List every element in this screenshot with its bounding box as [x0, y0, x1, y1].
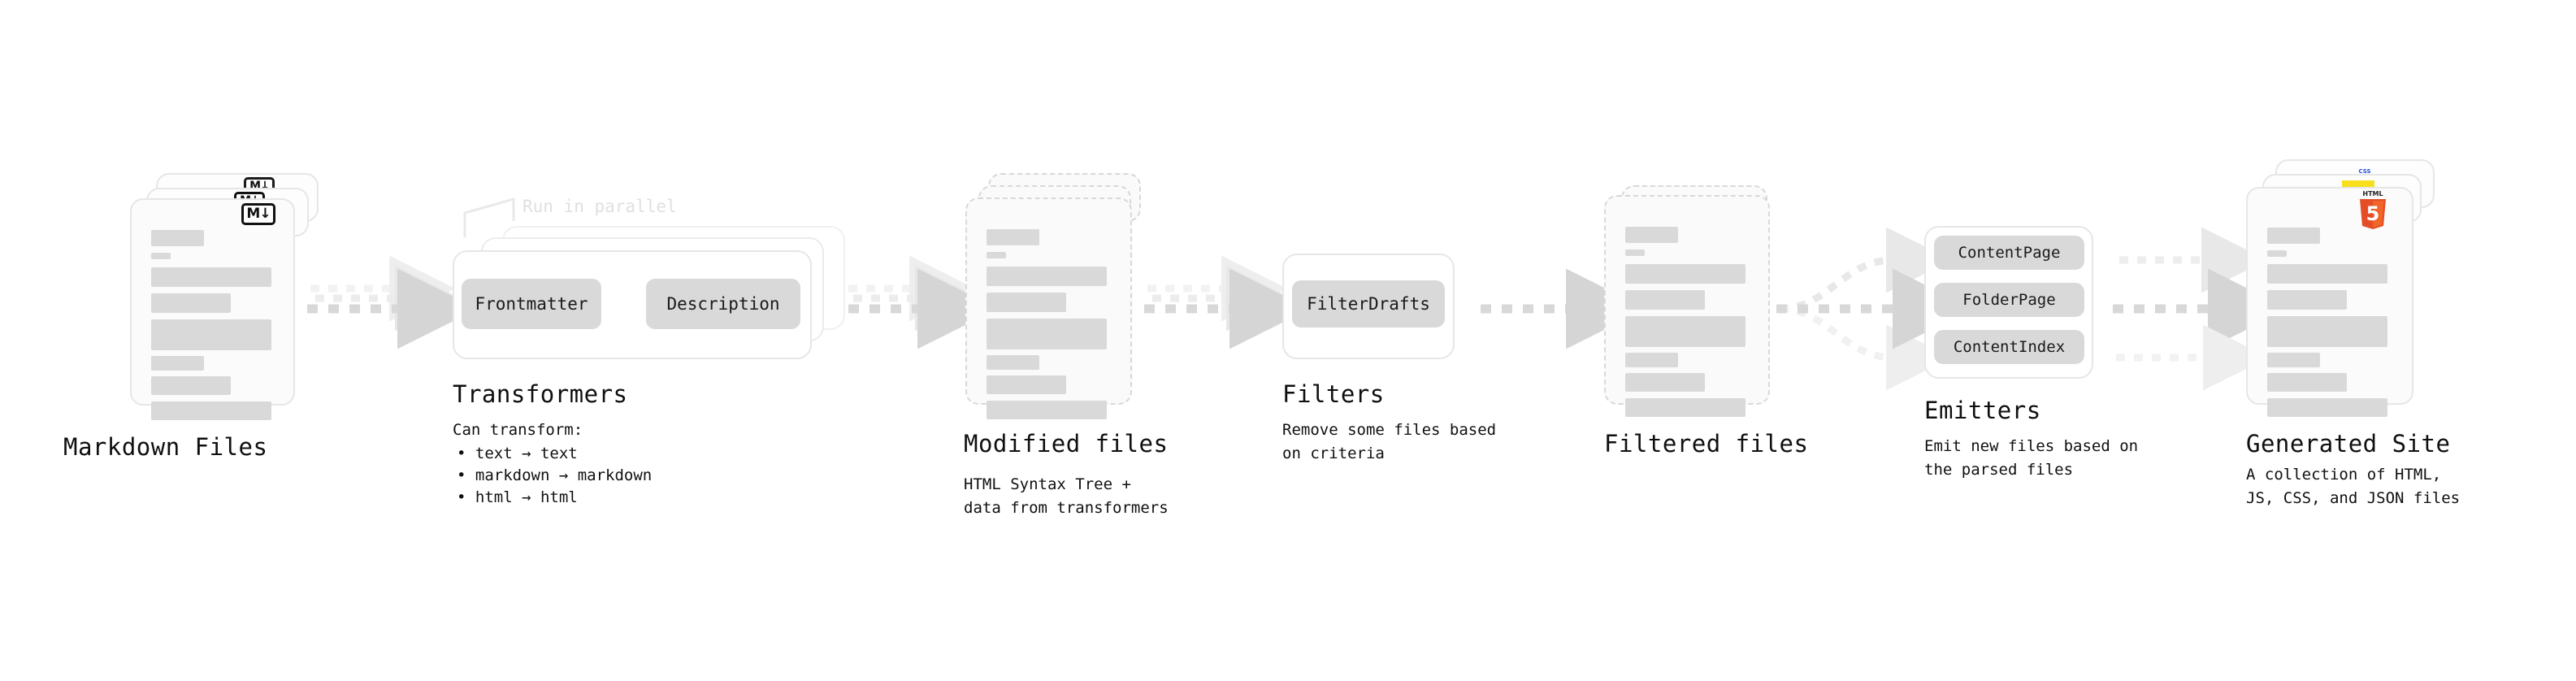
skeleton-block-5: [1625, 373, 1705, 392]
modified-card-front: [965, 197, 1132, 419]
markdown-card-front: [130, 198, 295, 420]
emitters-pill-contentpage[interactable]: ContentPage: [1934, 236, 2084, 270]
site-card-front: [2246, 187, 2413, 417]
emitters-pill-folderpage[interactable]: FolderPage: [1934, 283, 2084, 317]
stage-title-filtered-files: Filtered files: [1604, 430, 1809, 458]
skeleton-subtitle: [987, 252, 1006, 258]
pill-label-description: Description: [666, 294, 780, 314]
emitters-desc: Emit new files based on the parsed files: [1924, 437, 2139, 479]
filtered-card-front: [1604, 195, 1770, 417]
skeleton-block-4: [987, 355, 1039, 370]
transformers-bullet-3: • html → html: [457, 488, 578, 506]
run-in-parallel-note: Run in parallel: [523, 197, 677, 216]
html5-badge: HTML 5: [2357, 189, 2389, 229]
skeleton-block-2: [2267, 290, 2347, 310]
skeleton-block-1: [151, 267, 271, 287]
skeleton-title: [2267, 228, 2320, 244]
skeleton-block-3: [2267, 316, 2387, 347]
stage-title-transformers: Transformers: [453, 380, 628, 408]
svg-text:HTML: HTML: [2362, 190, 2383, 197]
markdown-badge-arrow: ↓: [259, 206, 271, 222]
skeleton-subtitle: [1625, 249, 1645, 256]
skeleton-block-2: [987, 293, 1066, 312]
markdown-badge-front: M↓: [241, 203, 275, 225]
skeleton-block-1: [1625, 264, 1746, 284]
svg-text:5: 5: [2366, 202, 2380, 225]
connector-modified-to-filters: [1144, 255, 1310, 349]
skeleton-subtitle: [151, 253, 171, 259]
transformers-pill-description[interactable]: Description: [646, 279, 800, 329]
modified-files-desc: HTML Syntax Tree + data from transformer…: [964, 475, 1169, 517]
pill-label-filterdrafts: FilterDrafts: [1307, 294, 1430, 314]
markdown-badge-letter: M: [246, 206, 260, 222]
transformers-pill-frontmatter[interactable]: Frontmatter: [462, 279, 601, 329]
stage-title-filters: Filters: [1282, 380, 1385, 408]
stage-title-emitters: Emitters: [1924, 397, 2041, 424]
pill-label-folderpage: FolderPage: [1962, 291, 2056, 309]
skeleton-subtitle: [2267, 250, 2287, 257]
skeleton-block-2: [1625, 290, 1705, 310]
skeleton-block-6: [2267, 398, 2387, 417]
skeleton-block-2: [151, 293, 231, 313]
connector-filtered-to-emitters: [1776, 227, 1973, 391]
skeleton-block-1: [2267, 264, 2387, 284]
pill-label-frontmatter: Frontmatter: [475, 294, 588, 314]
pill-label-contentindex: ContentIndex: [1953, 338, 2066, 356]
stage-title-markdown-files: Markdown Files: [63, 433, 268, 461]
skeleton-block-1: [987, 267, 1107, 286]
skeleton-block-5: [987, 375, 1066, 394]
skeleton-block-5: [2267, 373, 2347, 392]
skeleton-block-3: [987, 319, 1107, 349]
skeleton-block-6: [151, 401, 271, 420]
skeleton-block-5: [151, 376, 231, 395]
skeleton-block-3: [1625, 316, 1746, 347]
pill-label-contentpage: ContentPage: [1958, 244, 2061, 262]
skeleton-block-3: [151, 319, 271, 350]
skeleton-block-4: [1625, 353, 1678, 367]
skeleton-block-6: [987, 401, 1107, 419]
connector-emitters-to-site: [2113, 227, 2288, 391]
transformers-bullet-1: • text → text: [457, 445, 578, 462]
emitters-pill-contentindex[interactable]: ContentIndex: [1934, 330, 2084, 364]
connector-md-to-transformers: [307, 255, 478, 349]
skeleton-title: [987, 229, 1039, 245]
skeleton-title: [151, 230, 204, 246]
stage-title-generated-site: Generated Site: [2246, 430, 2451, 458]
generated-site-desc: A collection of HTML, JS, CSS, and JSON …: [2246, 466, 2461, 507]
transformers-desc-heading: Can transform:: [453, 421, 583, 439]
filters-pill-filterdrafts[interactable]: FilterDrafts: [1292, 280, 1445, 327]
transformers-bullet-2: • markdown → markdown: [457, 466, 653, 484]
skeleton-block-6: [1625, 398, 1746, 417]
markdown-badge-arrow-back: ↓: [260, 180, 270, 193]
skeleton-title: [1625, 227, 1678, 243]
stage-title-modified-files: Modified files: [964, 430, 1169, 458]
filters-desc: Remove some files based on criteria: [1282, 421, 1497, 462]
skeleton-block-4: [2267, 353, 2320, 367]
skeleton-block-4: [151, 356, 204, 371]
svg-text:CSS: CSS: [2358, 168, 2370, 175]
